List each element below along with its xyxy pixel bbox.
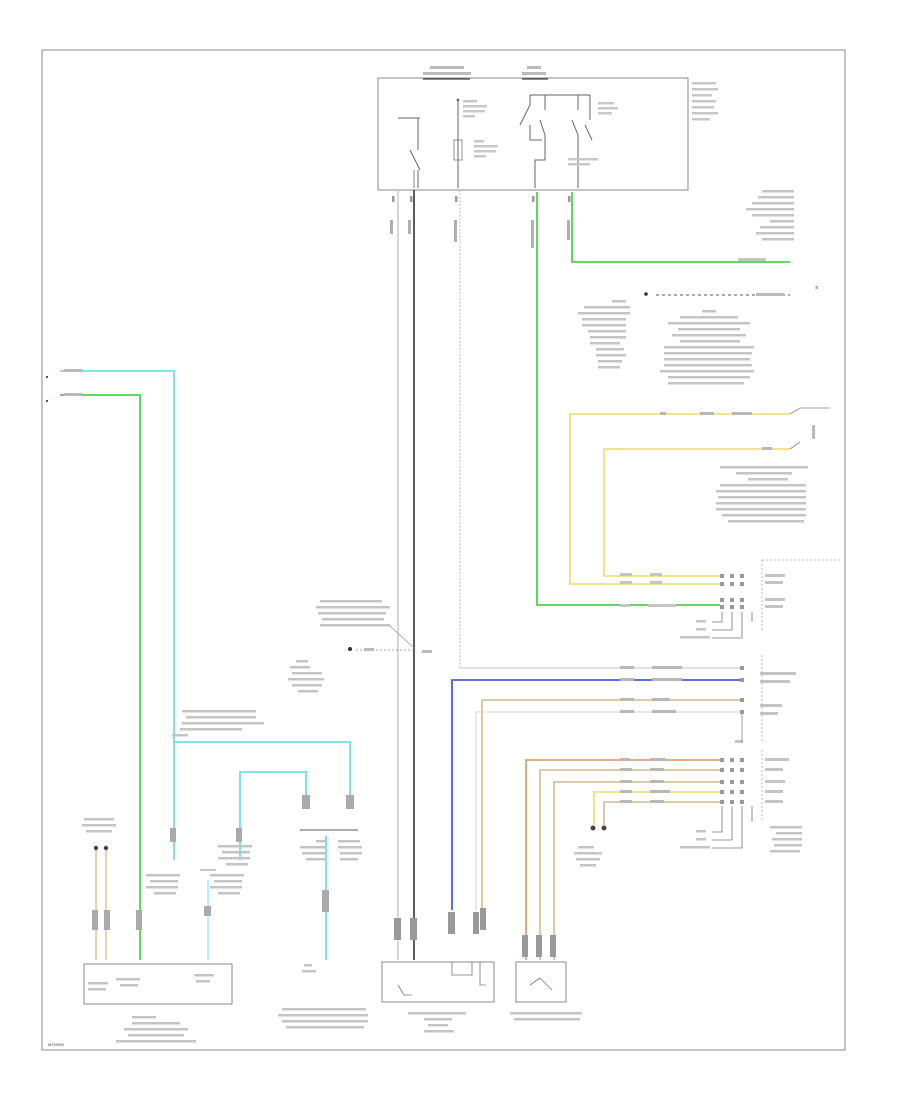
underhood-fuse-relay-block: [377, 66, 718, 191]
right-connector-upper: [620, 559, 842, 639]
wire-tan-2: [475, 711, 740, 910]
body-control-module-box: [83, 963, 233, 1043]
wire-tan-5: [603, 801, 720, 825]
left-mid-label-cluster: [578, 300, 630, 369]
wire-tan-4: [553, 781, 720, 960]
wire-green-right: [571, 192, 790, 263]
coolant-temp-sensor-box: [381, 961, 495, 1033]
wire-tan-3: [539, 769, 720, 960]
wire-yellow-lower: [593, 791, 720, 825]
wire-tan-1: [481, 699, 740, 910]
wire-green-left: [60, 394, 141, 960]
wire-cyan-mid: [239, 771, 307, 860]
right-label-cluster-1: [738, 190, 794, 261]
coolant-label-cluster: [716, 466, 808, 523]
sensor-label-mid: [316, 600, 390, 627]
wire-green-top: [536, 192, 720, 606]
ac-pressure-sensor-box: [510, 961, 582, 1021]
wire-cyan-branch: [174, 741, 351, 795]
dashed-signal-line: [644, 292, 790, 296]
bottom-center-label: [278, 964, 368, 1029]
diagram-id-label: 18: [815, 286, 819, 290]
diagram-frame: [41, 49, 846, 1051]
wire-cyan-left: [60, 370, 175, 860]
wire-yellow-outer: [569, 413, 790, 585]
right-mid-label-cluster: [660, 310, 754, 385]
footer-code: W7090F0: [48, 1043, 64, 1047]
wire-blue: [451, 679, 740, 910]
